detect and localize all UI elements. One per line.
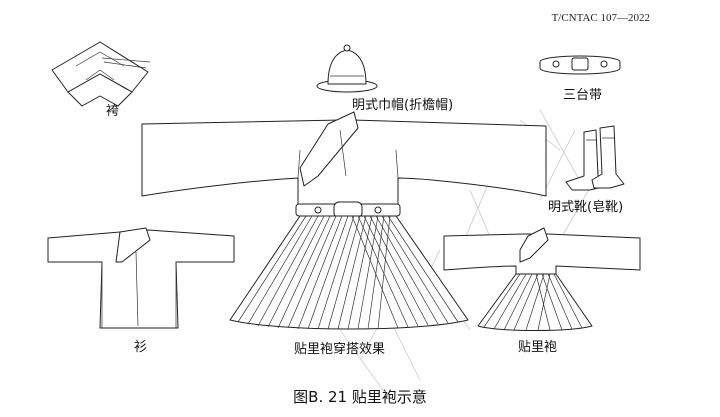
figure-caption: 图B. 21 贴里袍示意 [293,388,427,406]
label-belt: 三台带 [563,88,603,103]
label-boots: 明式靴(皂靴) [548,200,624,215]
ensemble-drawing [141,111,547,330]
trousers-drawing [51,41,151,107]
label-shirt: 衫 [134,340,148,355]
label-ensemble: 贴里袍穿搭效果 [294,342,386,357]
label-trousers: 袴 [106,104,120,119]
belt-drawing [539,55,621,75]
robe-drawing [443,227,641,331]
label-hat: 明式巾帽(折檐帽) [352,98,454,113]
label-robe: 贴里袍 [518,340,558,355]
hat-drawing [316,44,378,93]
document-id: T/CNTAC 107—2022 [551,12,650,24]
boots-drawing [565,125,625,191]
shirt-drawing [47,227,235,329]
